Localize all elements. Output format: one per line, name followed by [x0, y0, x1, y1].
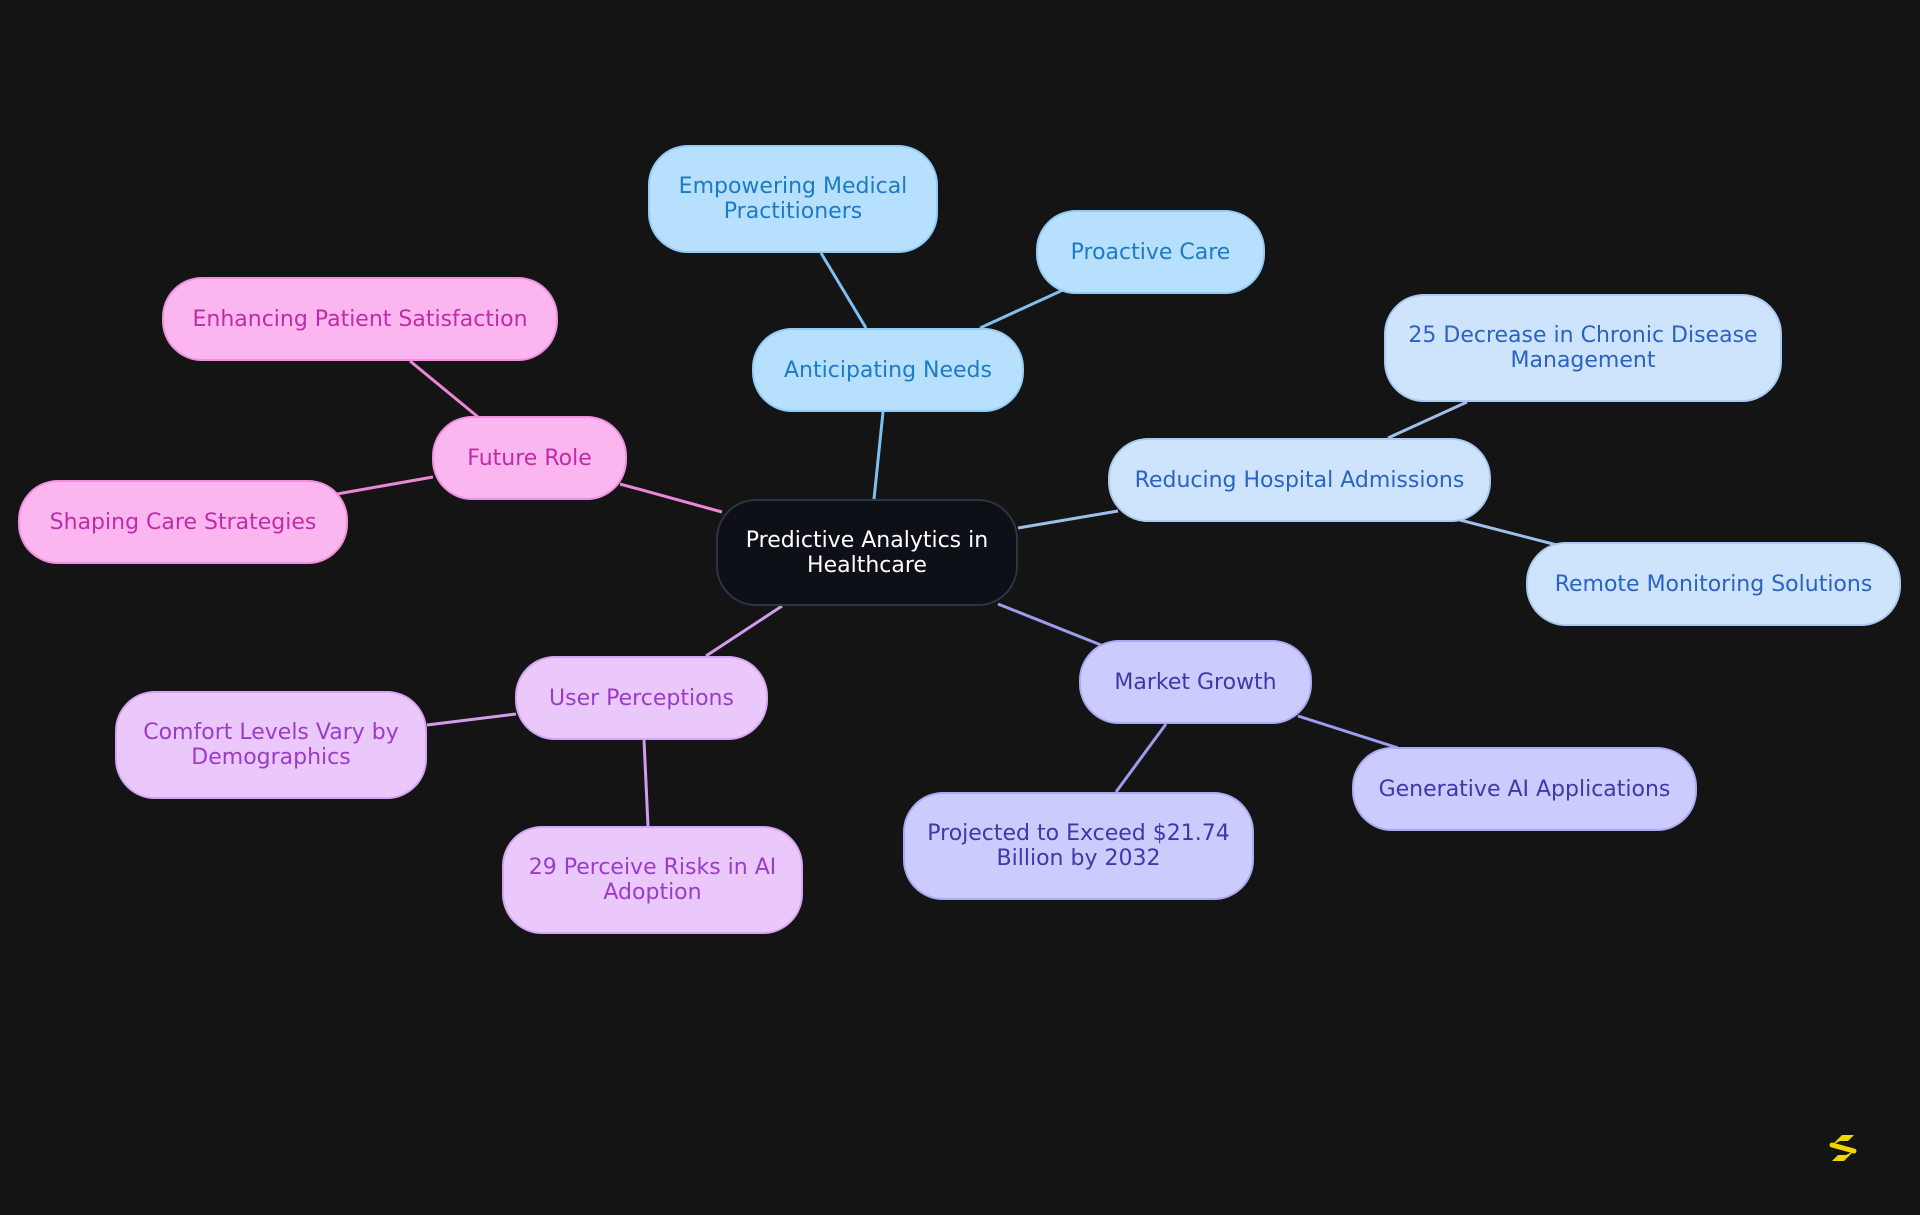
leaf-label: Enhancing Patient Satisfaction: [192, 306, 528, 332]
leaf-label: Generative AI Applications: [1378, 776, 1671, 802]
branch-future-role: Future Role: [432, 416, 627, 500]
edge-future-enhancing: [409, 359, 479, 419]
edge-future-shaping: [336, 475, 434, 496]
branch-label: Reducing Hospital Admissions: [1134, 467, 1465, 493]
branch-reducing-admissions: Reducing Hospital Admissions: [1108, 438, 1491, 522]
edge-user-comfort: [426, 712, 517, 727]
leaf-patient-satisfaction: Enhancing Patient Satisfaction: [162, 277, 558, 361]
branch-user-perceptions: User Perceptions: [515, 656, 768, 740]
edge-market-genai: [1297, 714, 1399, 750]
leaf-proactive-care: Proactive Care: [1036, 210, 1265, 294]
center-node-label: Predictive Analytics in Healthcare: [745, 527, 989, 578]
leaf-generative-ai: Generative AI Applications: [1352, 747, 1697, 831]
edge-center-future: [619, 482, 723, 514]
leaf-label: Projected to Exceed $21.74 Billion by 20…: [927, 821, 1230, 871]
edge-reducing-decrease: [1387, 400, 1468, 440]
leaf-remote-monitoring: Remote Monitoring Solutions: [1526, 542, 1901, 626]
brand-s-logo-icon: [1829, 1135, 1857, 1161]
edge-center-user: [705, 604, 783, 658]
leaf-label: Empowering Medical Practitioners: [678, 174, 908, 224]
leaf-care-strategies: Shaping Care Strategies: [18, 480, 348, 564]
leaf-empowering-practitioners: Empowering Medical Practitioners: [648, 145, 938, 253]
leaf-chronic-disease-decrease: 25 Decrease in Chronic Disease Managemen…: [1384, 294, 1782, 402]
edge-reducing-remote: [1459, 518, 1558, 547]
edge-center-anticipating: [872, 411, 885, 500]
branch-label: User Perceptions: [549, 685, 734, 711]
leaf-comfort-levels: Comfort Levels Vary by Demographics: [115, 691, 427, 799]
leaf-label: Remote Monitoring Solutions: [1554, 571, 1873, 597]
branch-label: Anticipating Needs: [784, 357, 992, 383]
branch-label: Market Growth: [1114, 669, 1277, 695]
edge-center-reducing: [1017, 509, 1119, 530]
branch-anticipating-needs: Anticipating Needs: [752, 328, 1024, 412]
center-node: Predictive Analytics in Healthcare: [716, 499, 1018, 606]
leaf-perceived-risks: 29 Perceive Risks in AI Adoption: [502, 826, 803, 934]
edge-market-projected: [1114, 723, 1168, 793]
leaf-label: Shaping Care Strategies: [49, 509, 317, 535]
edge-user-risks: [642, 739, 650, 827]
branch-label: Future Role: [467, 445, 592, 471]
leaf-label: 29 Perceive Risks in AI Adoption: [528, 855, 777, 905]
edge-anticipating-empowering: [819, 252, 868, 329]
edge-anticipating-proactive: [979, 288, 1064, 330]
leaf-label: Comfort Levels Vary by Demographics: [143, 720, 399, 770]
leaf-label: 25 Decrease in Chronic Disease Managemen…: [1408, 323, 1758, 373]
leaf-market-projection: Projected to Exceed $21.74 Billion by 20…: [903, 792, 1254, 900]
edge-center-market: [997, 602, 1102, 647]
leaf-label: Proactive Care: [1070, 239, 1231, 265]
branch-market-growth: Market Growth: [1079, 640, 1312, 724]
